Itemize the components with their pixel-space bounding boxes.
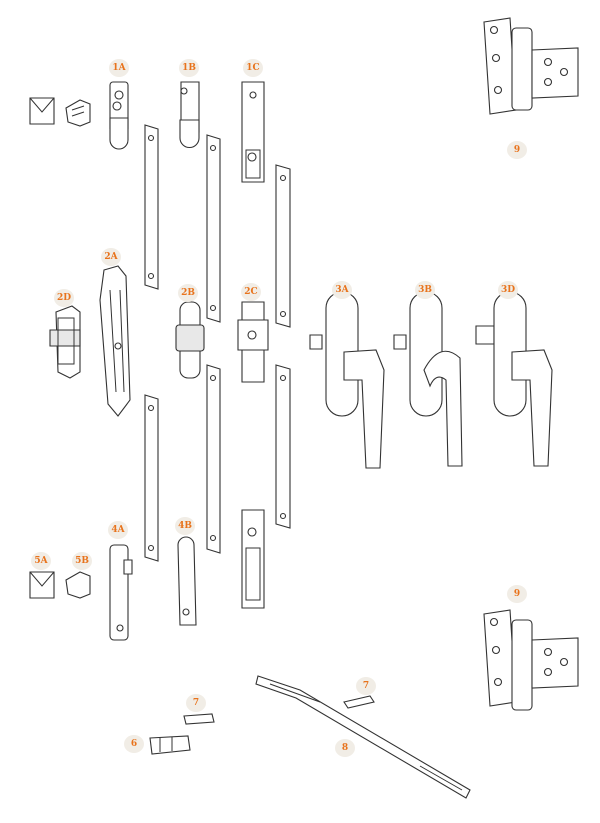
label-1a: 1A: [109, 59, 129, 77]
label-5a: 5A: [31, 552, 51, 570]
label-3d: 3D: [498, 281, 518, 299]
part-2c: [238, 302, 268, 382]
strip-5: [207, 365, 220, 553]
part-7-right: [344, 696, 374, 708]
label-3b: 3B: [415, 281, 435, 299]
part-8-rod: [256, 676, 470, 798]
part-1a: [110, 82, 128, 149]
part-square-plate-top: [30, 98, 54, 124]
part-keeper-lower: [242, 510, 264, 608]
label-9-bottom: 9: [507, 585, 527, 603]
strip-3: [276, 165, 290, 327]
label-2a: 2A: [101, 248, 121, 266]
part-2a: [100, 266, 130, 416]
label-4a: 4A: [108, 521, 128, 539]
part-2d: [50, 306, 80, 378]
label-7-left: 7: [186, 694, 206, 712]
part-4a: [110, 545, 132, 640]
part-5b: [66, 572, 90, 598]
part-1b: [180, 82, 199, 148]
label-6: 6: [124, 735, 144, 753]
label-2b: 2B: [178, 284, 198, 302]
strip-6: [276, 365, 290, 528]
part-2b: [176, 302, 204, 378]
label-1c: 1C: [243, 59, 263, 77]
label-1b: 1B: [179, 59, 199, 77]
label-5b: 5B: [72, 552, 92, 570]
label-8: 8: [335, 739, 355, 757]
hinge-bottom: [484, 610, 578, 710]
label-2c: 2C: [241, 283, 261, 301]
hinge-top: [484, 18, 578, 114]
strip-4: [145, 395, 158, 561]
label-2d: 2D: [54, 289, 74, 307]
part-clip-top: [66, 100, 90, 126]
part-4b: [178, 537, 196, 625]
handle-3b: [394, 292, 462, 466]
handle-3a: [310, 292, 384, 468]
strip-2: [207, 135, 220, 322]
label-9-top: 9: [507, 141, 527, 159]
part-6: [150, 736, 190, 754]
strip-1: [145, 125, 158, 289]
label-3a: 3A: [332, 281, 352, 299]
label-7-right: 7: [356, 677, 376, 695]
part-5a: [30, 572, 54, 598]
part-7-left: [184, 714, 214, 724]
label-4b: 4B: [175, 517, 195, 535]
part-1c: [242, 82, 264, 182]
handle-3d: [476, 292, 552, 466]
